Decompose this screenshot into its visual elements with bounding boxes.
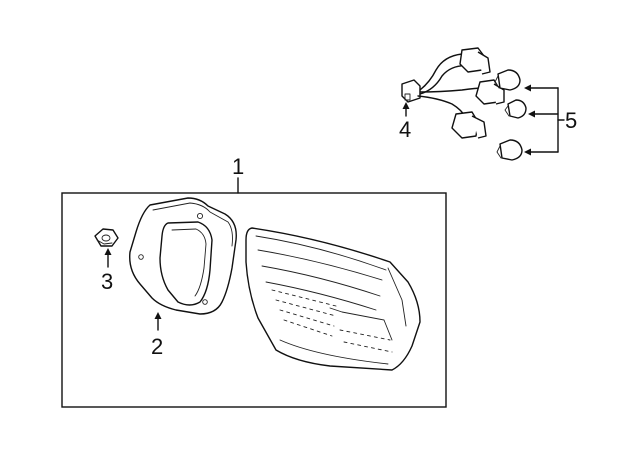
socket-middle [475,79,505,105]
bulb-top [494,69,521,91]
mounting-nut [94,228,119,268]
callout-1: 1 [232,154,244,179]
bulb-bottom [496,139,523,161]
assembly-frame [61,177,447,408]
socket-top [459,47,491,75]
callout-4: 4 [399,117,411,142]
callout-3: 3 [101,269,113,294]
tail-lamp-lens [245,227,421,371]
callout-2: 2 [151,334,163,359]
bulbs [494,69,565,161]
callout-5: 5 [565,108,577,133]
bulb-middle [504,99,527,119]
socket-and-wire [401,47,505,139]
lamp-gasket [129,197,237,331]
socket-bottom [451,111,487,139]
